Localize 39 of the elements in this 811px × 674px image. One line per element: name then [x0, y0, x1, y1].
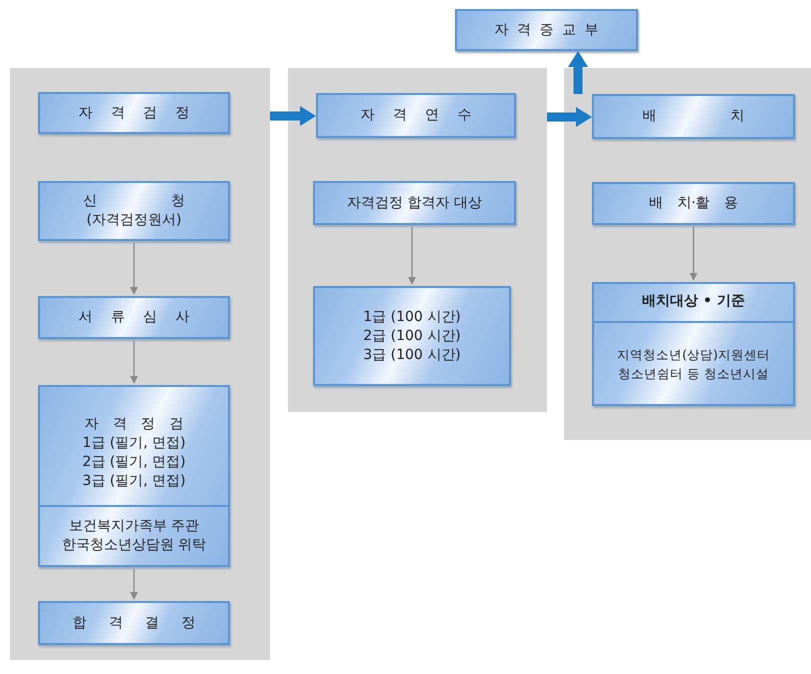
process-box — [313, 181, 516, 225]
block-arrow — [270, 106, 316, 126]
arrow — [130, 569, 138, 600]
box-text: 1급 (필기, 면접) 2급 (필기, 면접) 3급 (필기, 면접) — [81, 434, 187, 491]
box-text: 보건복지가족부 주관 한국청소년상담원 위탁 — [40, 505, 228, 565]
process-box — [455, 9, 638, 51]
box-text: 자 격 검 정 — [77, 104, 191, 122]
block-arrow — [547, 107, 592, 127]
process-box — [316, 93, 516, 138]
process-box — [38, 385, 230, 567]
box-text: 배치대상 • 기준 — [642, 292, 745, 311]
box-text: 지역청소년(상담)지원센터 청소년쉼터 등 청소년시설 — [594, 321, 793, 404]
box-text: 신 청 — [82, 192, 186, 211]
arrow — [690, 227, 698, 281]
process-box — [38, 601, 230, 645]
box-text: 자 격 연 수 — [359, 106, 473, 125]
box-text: 배 치 — [641, 107, 746, 126]
process-box — [38, 92, 230, 134]
box-text: (자격검정원서) — [86, 211, 182, 230]
box-text: 서 류 심 사 — [77, 308, 191, 327]
box-text: 자 격 정 검 — [83, 415, 185, 434]
box-text: 합 격 결 정 — [71, 614, 197, 632]
group-panel — [288, 68, 547, 412]
process-box — [592, 282, 795, 406]
arrow — [130, 243, 138, 295]
box-text: 배 치·활 용 — [648, 194, 740, 213]
arrow — [130, 341, 138, 384]
arrow — [408, 227, 416, 285]
process-box — [38, 181, 230, 241]
block-arrow — [568, 51, 588, 94]
process-box — [38, 296, 230, 339]
box-text: 자격검정 합격자 대상 — [346, 194, 483, 212]
process-box — [592, 182, 795, 225]
box-text: 자 격 증 교 부 — [494, 20, 600, 40]
group-panel — [10, 68, 270, 660]
group-panel — [564, 68, 811, 440]
box-text: 1급 (100 시간) 2급 (100 시간) 3급 (100 시간) — [362, 308, 462, 364]
process-box — [313, 286, 511, 386]
process-box — [592, 94, 795, 139]
